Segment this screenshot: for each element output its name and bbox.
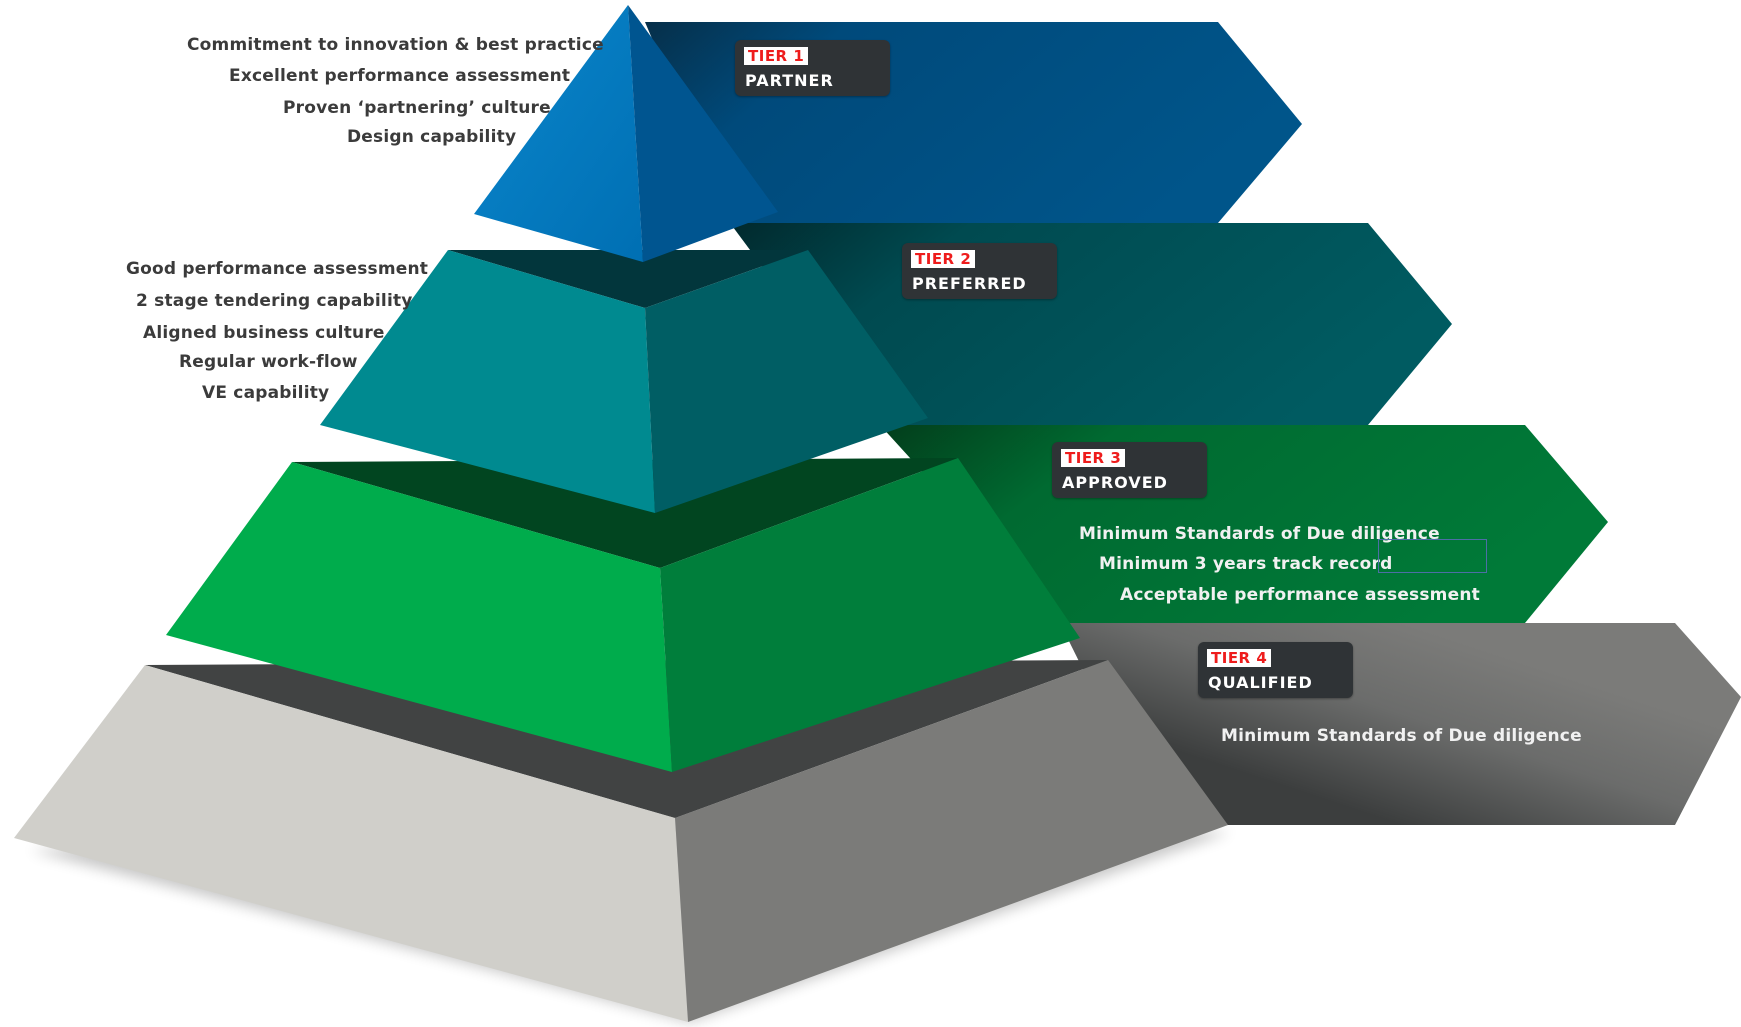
tier-2-badge: TIER 2 PREFERRED [902, 243, 1057, 299]
tier-4-criterion: Minimum Standards of Due diligence [1221, 726, 1582, 746]
tier-3-badge: TIER 3 APPROVED [1052, 442, 1207, 498]
tier-1-number: TIER 1 [744, 47, 809, 65]
tier-2-criterion: Aligned business culture [143, 323, 385, 343]
tier-1-criterion: Design capability [347, 127, 517, 147]
tier-3-name: APPROVED [1062, 473, 1168, 492]
tier-1-name: PARTNER [745, 71, 834, 90]
tier-2-criterion: Regular work-flow [179, 352, 358, 372]
tier-4-number: TIER 4 [1207, 649, 1272, 667]
tier-4-badge: TIER 4 QUALIFIED [1198, 642, 1353, 698]
tier-3-criterion: Minimum Standards of Due diligence [1079, 524, 1440, 544]
tier-2-criterion: Good performance assessment [126, 259, 429, 279]
tier-1-criterion: Excellent performance assessment [229, 66, 571, 86]
empty-outline-box [1378, 539, 1487, 573]
tier-2-criterion: VE capability [202, 383, 330, 403]
tier-2-name: PREFERRED [912, 274, 1027, 293]
tier-1-criterion: Proven ‘partnering’ culture [283, 98, 551, 118]
tier-4-name: QUALIFIED [1208, 673, 1313, 692]
tier-1-criterion: Commitment to innovation & best practice [187, 35, 604, 55]
tier-3-number: TIER 3 [1061, 449, 1126, 467]
tier-2-number: TIER 2 [911, 250, 976, 268]
tier-3-criterion: Minimum 3 years track record [1099, 554, 1393, 574]
tier-1-badge: TIER 1 PARTNER [735, 40, 890, 96]
tier-2-criterion: 2 stage tendering capability [136, 291, 413, 311]
tier-2-block [320, 250, 928, 513]
tier-1-block [474, 5, 778, 262]
tier-3-criterion: Acceptable performance assessment [1120, 585, 1480, 605]
tier-3-block [166, 458, 1080, 772]
